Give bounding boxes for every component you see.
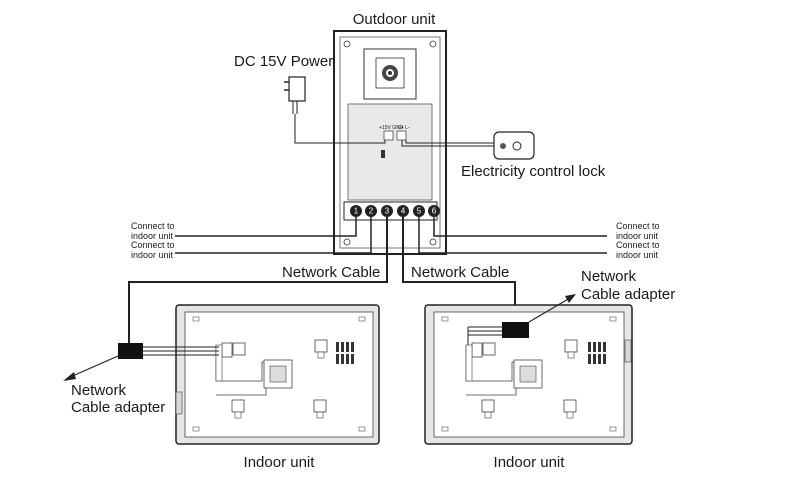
right-connect-label-1: Connect to [616, 221, 660, 231]
network-adapter-right: Network Cable adapter [467, 268, 675, 345]
lock-label: Electricity control lock [461, 163, 606, 180]
pcb-marking-power: +15V GND [379, 125, 404, 131]
pcb-marking-lock: L+ L- [398, 125, 410, 131]
lock-device: Electricity control lock [401, 131, 606, 180]
outdoor-unit-label: Outdoor unit [353, 11, 436, 28]
right-connect-label-4: indoor unit [616, 250, 659, 260]
terminal-1 [350, 205, 362, 217]
terminal-block: 1 2 3 4 5 6 [350, 205, 440, 217]
adapter-left-label-line1: Network [71, 382, 127, 399]
power-adapter: DC 15V Power [234, 53, 386, 144]
right-connect-label-2: indoor unit [616, 231, 659, 241]
dc-power-label: DC 15V Power [234, 53, 333, 70]
terminal-6-label: 6 [432, 207, 437, 216]
terminal-3-label: 3 [385, 207, 390, 216]
adapter-left-label-line2: Cable adapter [71, 399, 165, 416]
indoor-unit-left [175, 304, 380, 445]
terminal-3 [381, 205, 393, 217]
side-wires [175, 217, 607, 254]
camera-icon [363, 48, 417, 100]
adapter-right-label-line1: Network [581, 268, 637, 285]
indoor-unit-left-label: Indoor unit [244, 454, 316, 471]
terminal-4-label: 4 [401, 207, 406, 216]
left-connect-label-1: Connect to [131, 221, 175, 231]
terminal-5 [413, 205, 425, 217]
terminal-1-label: 1 [354, 207, 359, 216]
right-side-labels: Connect to indoor unit Connect to indoor… [616, 221, 660, 260]
adapter-right-label-line2: Cable adapter [581, 286, 675, 303]
terminal-2 [365, 205, 377, 217]
network-cables: Network Cable Network Cable [128, 217, 516, 343]
terminal-6 [428, 205, 440, 217]
left-side-labels: Connect to indoor unit Connect to indoor… [131, 221, 175, 260]
network-cable-label-left: Network Cable [282, 264, 380, 281]
network-adapter-left: Network Cable adapter [63, 343, 219, 416]
terminal-5-label: 5 [417, 207, 422, 216]
left-connect-label-3: Connect to [131, 240, 175, 250]
indoor-unit-right [424, 304, 633, 445]
terminal-4 [397, 205, 409, 217]
left-connect-label-4: indoor unit [131, 250, 174, 260]
right-connect-label-3: Connect to [616, 240, 660, 250]
left-connect-label-2: indoor unit [131, 231, 174, 241]
network-cable-label-right: Network Cable [411, 264, 509, 281]
terminal-2-label: 2 [369, 207, 374, 216]
indoor-unit-right-label: Indoor unit [494, 454, 566, 471]
